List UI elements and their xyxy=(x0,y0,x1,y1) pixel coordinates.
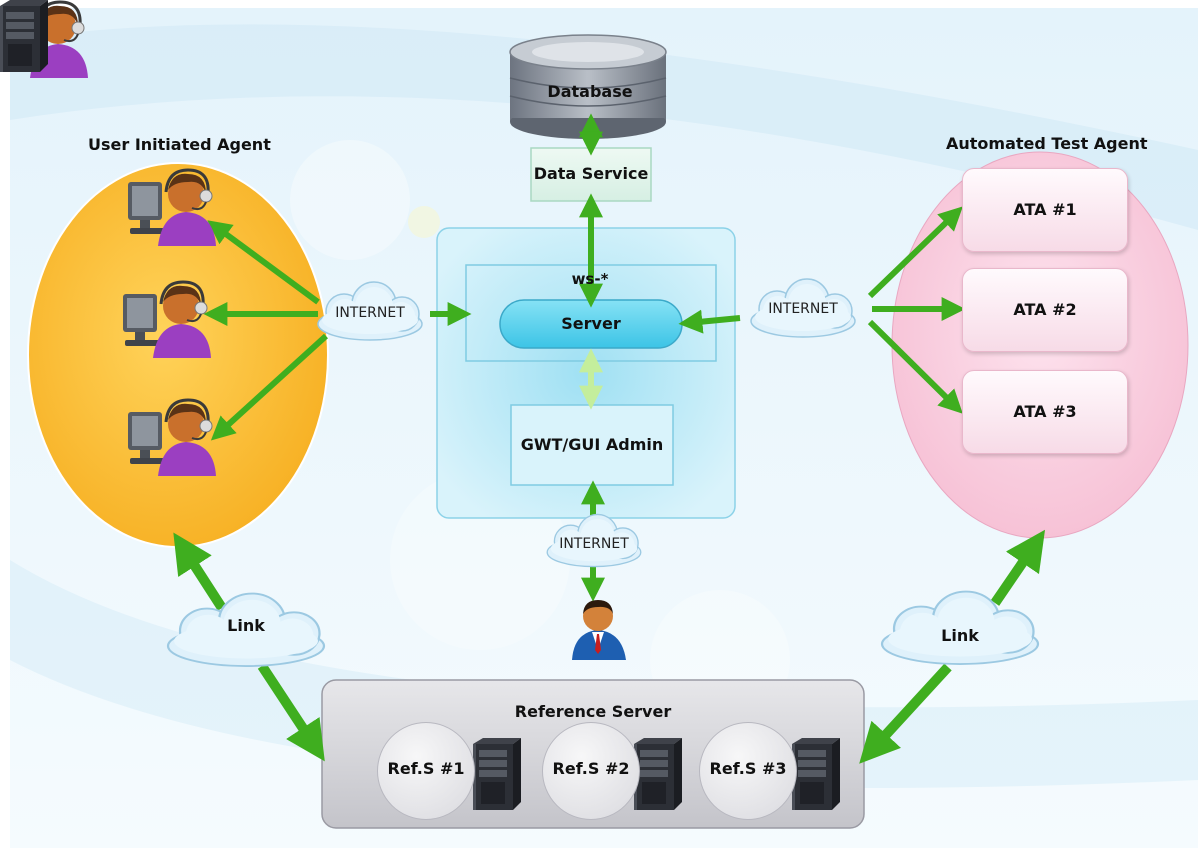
ref-server-node[interactable]: Ref.S #2 xyxy=(542,722,640,820)
admin-user-icon xyxy=(572,600,626,660)
ref-server-label: Ref.S #3 xyxy=(709,759,787,778)
internet-left-label: INTERNET xyxy=(335,305,405,321)
ata-node[interactable]: ATA #3 xyxy=(962,370,1128,454)
ref-server-label: Ref.S #1 xyxy=(387,759,465,778)
link-left-label: Link xyxy=(227,616,265,635)
ref-server-label: Ref.S #2 xyxy=(552,759,630,778)
reference-server-label: Reference Server xyxy=(514,702,672,721)
ref-server-node[interactable]: Ref.S #3 xyxy=(699,722,797,820)
server-label[interactable]: Server xyxy=(561,314,621,333)
internet-bottom-label: INTERNET xyxy=(559,536,629,552)
ref-server-node[interactable]: Ref.S #1 xyxy=(377,722,475,820)
ws-label: ws-* xyxy=(571,270,609,288)
ata-label: ATA #3 xyxy=(1013,402,1077,421)
data-service-label: Data Service xyxy=(533,164,649,183)
data-service-box xyxy=(530,147,652,202)
gwt-admin-label[interactable]: GWT/GUI Admin xyxy=(520,435,664,454)
database-label: Database xyxy=(547,82,633,101)
link-right-label: Link xyxy=(941,626,979,645)
ata-label: ATA #2 xyxy=(1013,300,1077,319)
ata-label: ATA #1 xyxy=(1013,200,1077,219)
user-agent-title: User Initiated Agent xyxy=(88,135,271,154)
internet-right-label: INTERNET xyxy=(768,301,838,317)
gwt-admin-box xyxy=(510,404,674,486)
auto-agent-title: Automated Test Agent xyxy=(946,134,1148,153)
ata-node[interactable]: ATA #1 xyxy=(962,168,1128,252)
ata-node[interactable]: ATA #2 xyxy=(962,268,1128,352)
server-tower-icon xyxy=(0,0,48,72)
